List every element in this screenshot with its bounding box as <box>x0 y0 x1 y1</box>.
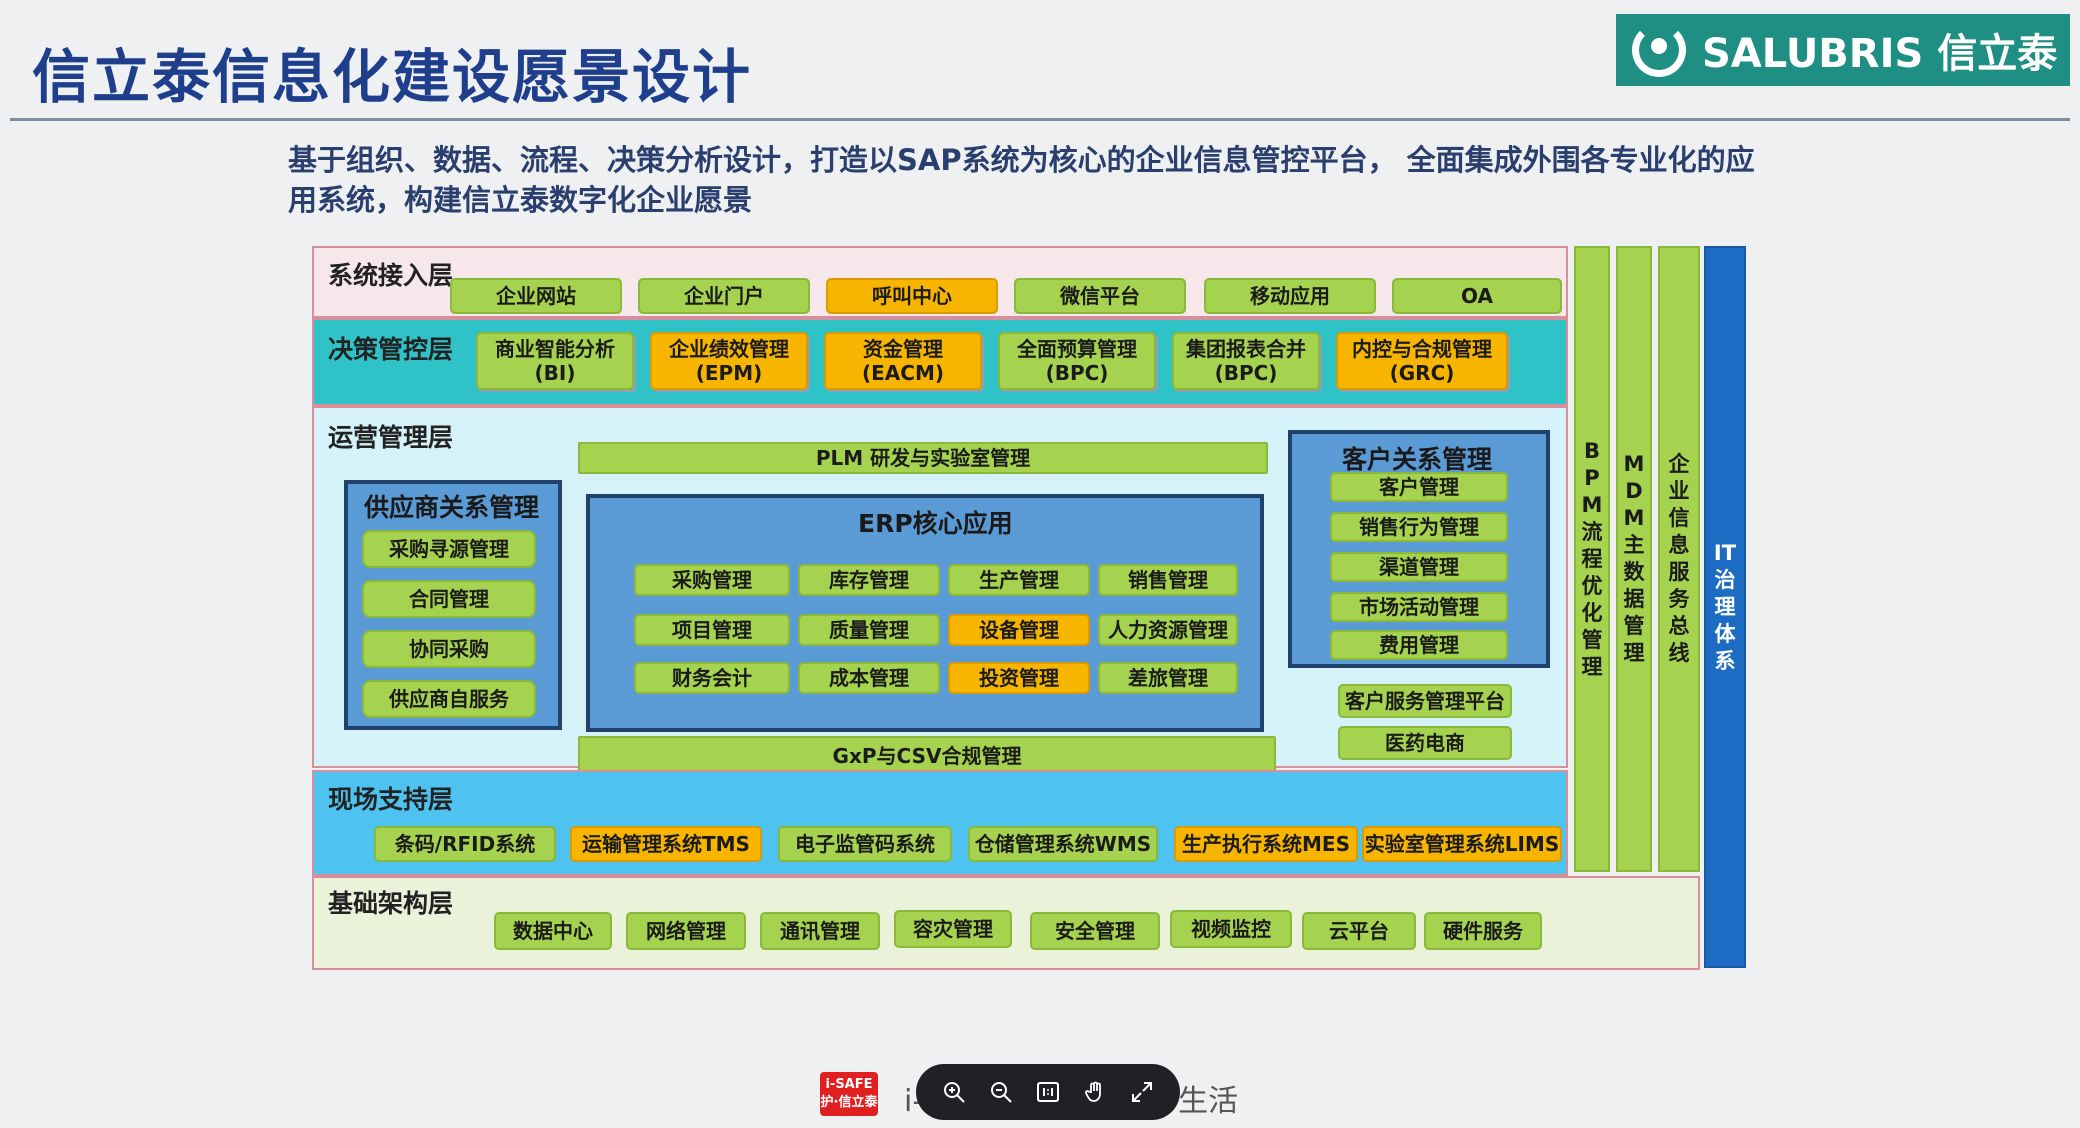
erp-item-purchasing: 采购管理 <box>634 564 790 596</box>
it-governance-label: IT治理体系 <box>1713 540 1737 673</box>
access-item-portal: 企业门户 <box>638 278 810 314</box>
erp-item-travel: 差旅管理 <box>1098 662 1238 694</box>
vision-statement: 基于组织、数据、流程、决策分析设计，打造以SAP系统为核心的企业信息管控平台， … <box>288 143 1755 217</box>
decision-item-eacm: 资金管理 (EACM) <box>824 332 982 390</box>
supplier-item-contract: 合同管理 <box>362 580 536 618</box>
salubris-logo-icon <box>1632 23 1686 77</box>
access-item-oa: OA <box>1392 278 1562 314</box>
infrastructure-layer-label: 基础架构层 <box>328 889 454 918</box>
isafe-badge: i-SAFE 护·信立泰 <box>820 1072 878 1116</box>
infra-item-network: 网络管理 <box>626 912 746 950</box>
access-item-call-center: 呼叫中心 <box>826 278 998 314</box>
field-item-rfid: 条码/RFID系统 <box>374 826 556 862</box>
erp-item-equipment: 设备管理 <box>948 614 1090 646</box>
crm-item-channel: 渠道管理 <box>1330 552 1508 582</box>
bpm-bar: BPM流程优化管理 <box>1574 246 1610 872</box>
zoom-out-icon[interactable] <box>985 1076 1017 1108</box>
bpm-bar-label: BPM流程优化管理 <box>1581 438 1603 679</box>
pharma-ecommerce: 医药电商 <box>1338 726 1512 760</box>
title-divider <box>10 118 2070 121</box>
access-layer-label: 系统接入层 <box>328 261 454 290</box>
operations-layer-label: 运营管理层 <box>328 423 454 452</box>
infra-item-dr: 容灾管理 <box>894 910 1012 948</box>
infra-item-hardware: 硬件服务 <box>1424 912 1542 950</box>
field-item-tms: 运输管理系统TMS <box>570 826 762 862</box>
fullscreen-icon[interactable] <box>1126 1076 1158 1108</box>
access-item-website: 企业网站 <box>450 278 622 314</box>
infra-item-security: 安全管理 <box>1030 912 1160 950</box>
erp-item-project: 项目管理 <box>634 614 790 646</box>
field-item-wms: 仓储管理系统WMS <box>968 826 1158 862</box>
actual-size-icon[interactable] <box>1032 1076 1064 1108</box>
field-item-mes: 生产执行系统MES <box>1174 826 1358 862</box>
erp-item-investment: 投资管理 <box>948 662 1090 694</box>
page-title: 信立泰信息化建设愿景设计 <box>32 43 753 111</box>
esb-bar-label: 企业信息服务总线 <box>1668 452 1690 665</box>
erp-item-sales: 销售管理 <box>1098 564 1238 596</box>
crm-item-customer: 客户管理 <box>1330 472 1508 502</box>
decision-item-budget: 全面预算管理 (BPC) <box>998 332 1156 390</box>
mdm-bar-label: MDM主数据管理 <box>1623 452 1645 665</box>
erp-item-accounting: 财务会计 <box>634 662 790 694</box>
field-layer-label: 现场支持层 <box>328 785 454 814</box>
plm-bar: PLM 研发与实验室管理 <box>578 442 1268 474</box>
gxp-bar: GxP与CSV合规管理 <box>578 736 1276 776</box>
crm-item-marketing: 市场活动管理 <box>1330 592 1508 622</box>
viewer-toolbar <box>916 1064 1180 1120</box>
field-item-ecode: 电子监管码系统 <box>778 826 952 862</box>
supplier-item-sourcing: 采购寻源管理 <box>362 530 536 568</box>
supplier-box-title: 供应商关系管理 <box>364 493 540 522</box>
mdm-bar: MDM主数据管理 <box>1616 246 1652 872</box>
decision-item-epm: 企业绩效管理 (EPM) <box>650 332 808 390</box>
erp-item-quality: 质量管理 <box>798 614 940 646</box>
crm-item-expense: 费用管理 <box>1330 630 1508 660</box>
access-item-wechat: 微信平台 <box>1014 278 1186 314</box>
access-item-mobile: 移动应用 <box>1204 278 1376 314</box>
crm-box <box>1288 430 1550 668</box>
esb-bar: 企业信息服务总线 <box>1658 246 1700 872</box>
decision-layer-label: 决策管控层 <box>328 335 454 364</box>
erp-item-hr: 人力资源管理 <box>1098 614 1238 646</box>
erp-item-production: 生产管理 <box>948 564 1090 596</box>
infra-item-video: 视频监控 <box>1170 910 1292 948</box>
brand-name: SALUBRIS 信立泰 <box>1702 31 2058 77</box>
decision-item-consolidation: 集团报表合并 (BPC) <box>1172 332 1320 390</box>
decision-item-grc: 内控与合规管理 (GRC) <box>1336 332 1508 390</box>
zoom-in-icon[interactable] <box>938 1076 970 1108</box>
brand-logo: SALUBRIS 信立泰 <box>1616 14 2070 86</box>
erp-item-costing: 成本管理 <box>798 662 940 694</box>
supplier-item-collab: 协同采购 <box>362 630 536 668</box>
crm-box-title: 客户关系管理 <box>1342 445 1493 474</box>
infra-item-comm: 通讯管理 <box>760 912 880 950</box>
infra-item-cloud: 云平台 <box>1302 912 1416 950</box>
erp-box-title: ERP核心应用 <box>858 509 1013 538</box>
pan-hand-icon[interactable] <box>1079 1076 1111 1108</box>
field-item-lims: 实验室管理系统LIMS <box>1362 826 1562 862</box>
it-governance-bar: IT治理体系 <box>1704 246 1746 968</box>
decision-item-bi: 商业智能分析 (BI) <box>476 332 634 390</box>
erp-item-inventory: 库存管理 <box>798 564 940 596</box>
crm-item-sales-behavior: 销售行为管理 <box>1330 512 1508 542</box>
customer-service-platform: 客户服务管理平台 <box>1338 684 1512 718</box>
supplier-item-selfservice: 供应商自服务 <box>362 680 536 718</box>
infra-item-datacenter: 数据中心 <box>494 912 612 950</box>
